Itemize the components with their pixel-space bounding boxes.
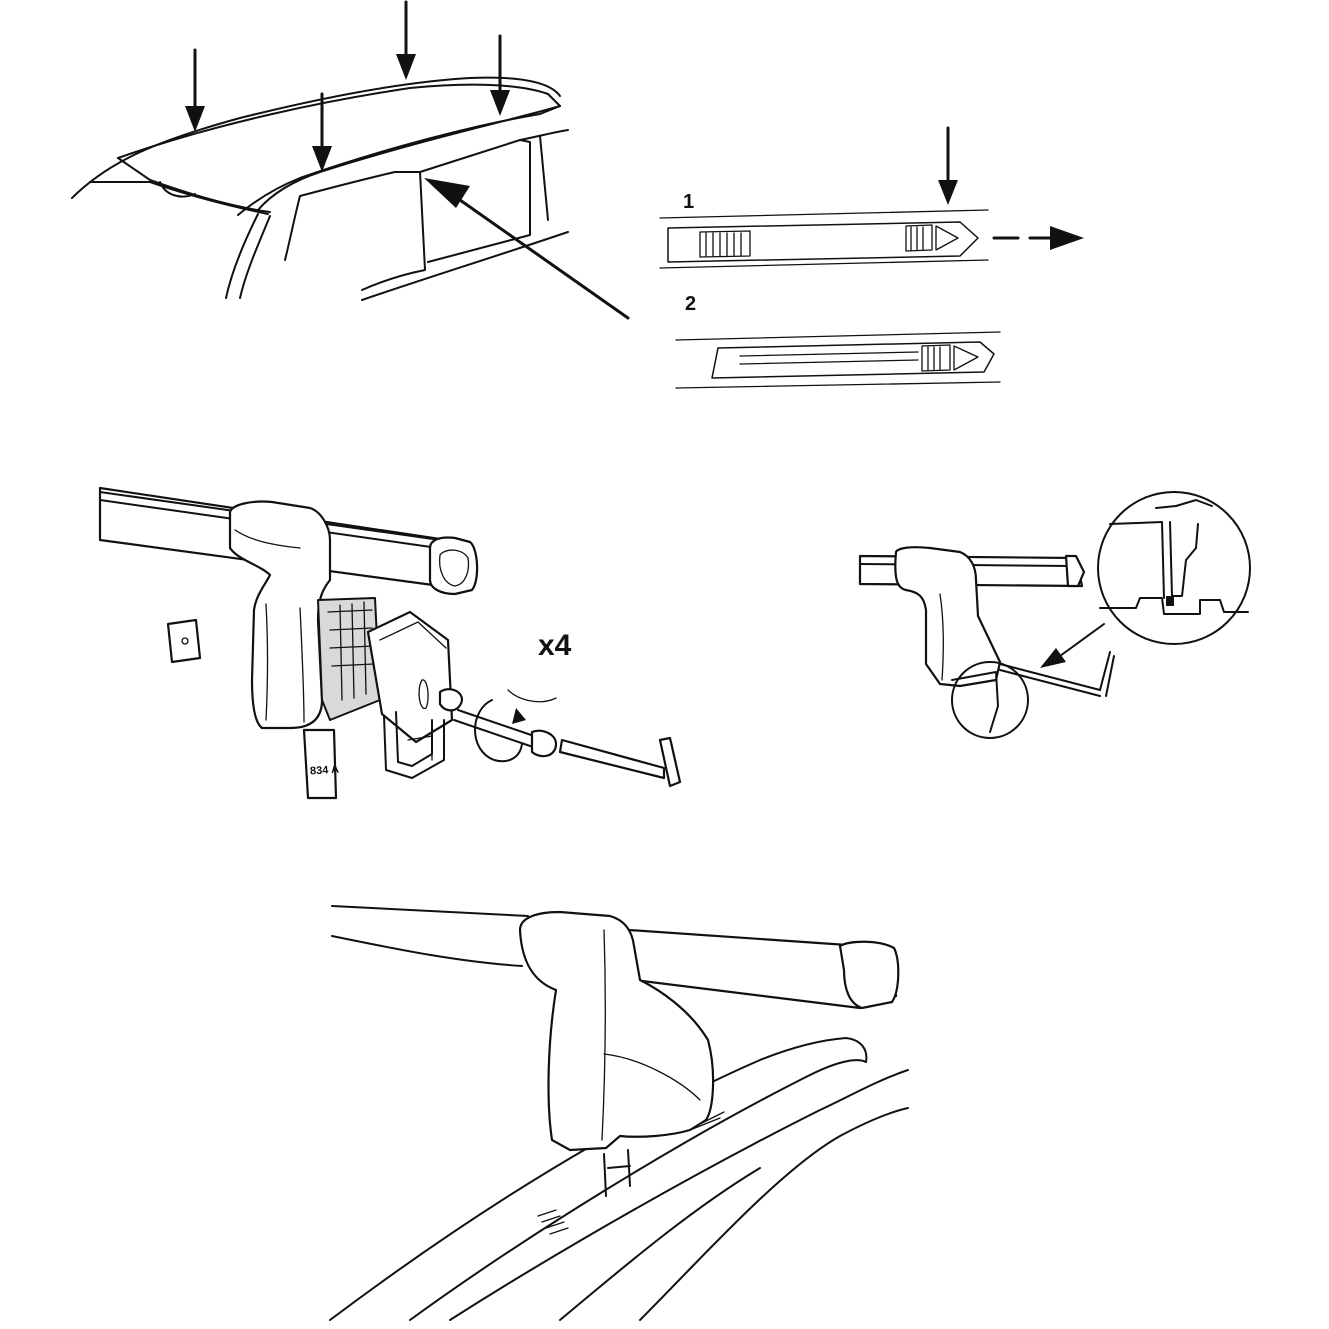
fit-detail [858,491,1251,739]
foot-assembly: 834 A x4 [98,486,682,800]
strip-step-1: 1 [659,126,1084,269]
assembled-view [329,905,909,1321]
step-2-label: 2 [685,293,696,315]
strip-step-2: 2 [675,293,1001,389]
car-roof-illustration [71,76,569,301]
mounting-point-arrows [185,0,630,320]
part-code-label: 834 A [310,764,340,778]
step-1-label: 1 [683,191,694,213]
quantity-label: x4 [538,629,572,662]
